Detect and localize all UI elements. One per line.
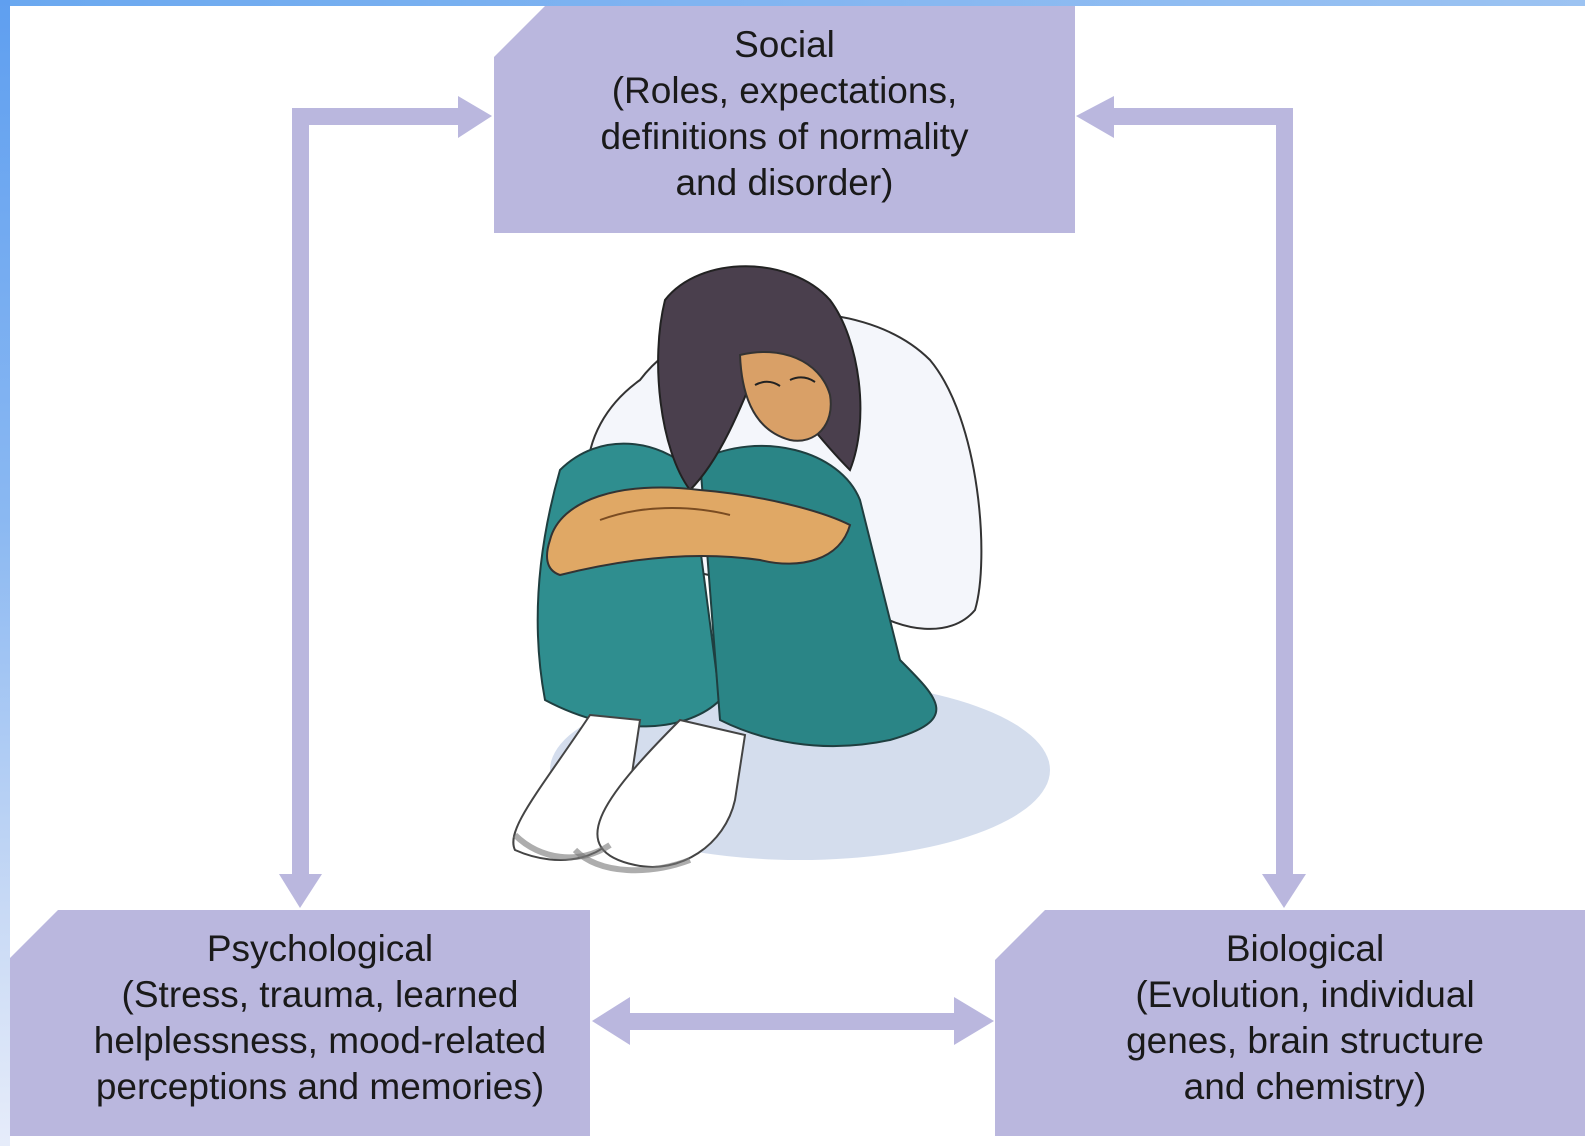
arrow-social-biological	[1076, 96, 1306, 908]
biological-line-1: (Evolution, individual	[1135, 974, 1475, 1015]
social-line-2: definitions of normality	[600, 116, 969, 157]
arrow-psychological-social	[279, 96, 492, 908]
arms	[546, 486, 852, 577]
psychological-line-3: perceptions and memories)	[95, 1066, 545, 1107]
face	[738, 350, 832, 442]
social-title: Social	[734, 24, 835, 65]
top-frame-bar	[0, 0, 1585, 6]
right-sock	[596, 718, 747, 868]
biological-box	[995, 910, 1585, 1136]
social-line-3: and disorder)	[675, 162, 894, 203]
social-line-1: (Roles, expectations,	[611, 70, 958, 111]
left-frame-bar	[0, 0, 10, 1146]
biological-title: Biological	[1225, 928, 1385, 969]
social-box-text: Social (Roles, expectations, definitions…	[494, 22, 1075, 206]
social-box	[494, 6, 1075, 233]
psychological-box	[10, 910, 590, 1136]
psychological-line-2: helplessness, mood-related	[93, 1020, 547, 1061]
biological-line-2: genes, brain structure	[1126, 1020, 1484, 1061]
person-illustration	[512, 265, 1050, 874]
arrow-psychological-biological	[592, 997, 994, 1045]
biological-box-text: Biological (Evolution, individual genes,…	[1005, 926, 1585, 1110]
psychological-line-1: (Stress, trauma, learned	[121, 974, 519, 1015]
biological-line-3: and chemistry)	[1183, 1066, 1427, 1107]
psychological-box-text: Psychological (Stress, trauma, learned h…	[10, 926, 630, 1110]
psychological-title: Psychological	[206, 928, 434, 969]
